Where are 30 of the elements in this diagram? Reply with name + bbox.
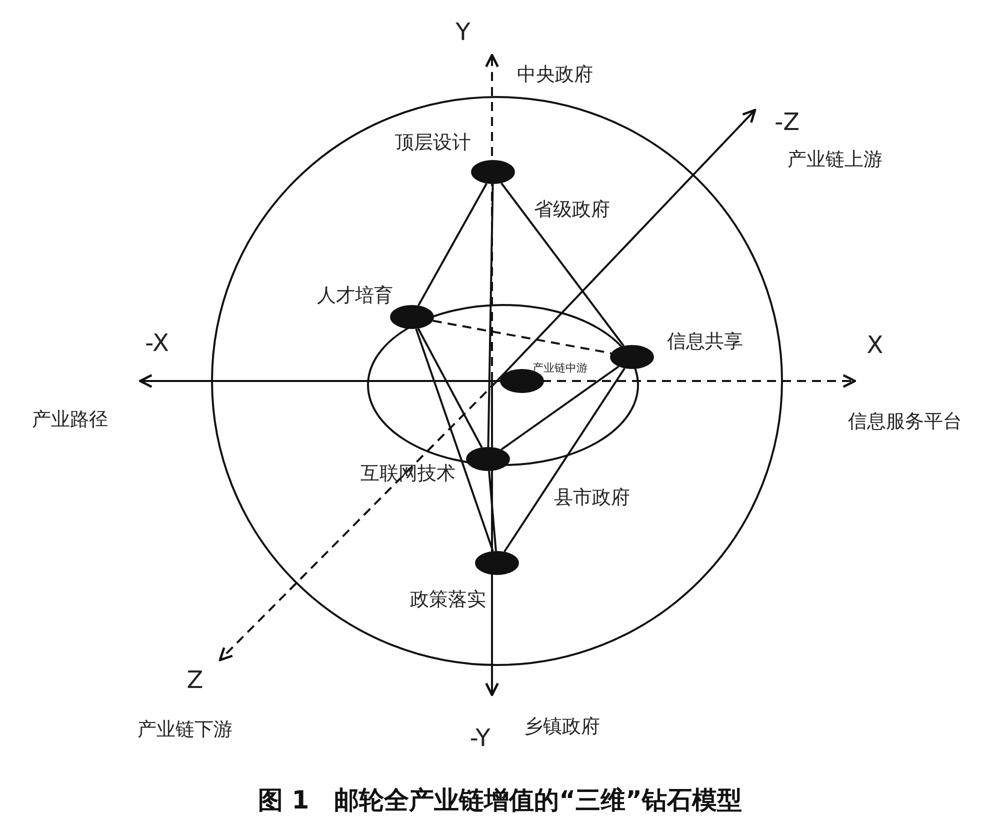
annotation-label: 产业链下游 bbox=[138, 720, 232, 740]
annotation-label: 省级政府 bbox=[534, 200, 610, 220]
connector-line bbox=[417, 328, 483, 448]
annotation-label: 信息服务平台 bbox=[848, 412, 962, 432]
annotation-label: 县市政府 bbox=[554, 488, 630, 508]
figure-caption: 图 1 邮轮全产业链增值的“三维”钻石模型 bbox=[258, 788, 742, 812]
connector-line bbox=[432, 320, 612, 354]
axis-label: -X bbox=[145, 331, 169, 355]
axis-label: -Y bbox=[470, 726, 490, 750]
connector-line bbox=[500, 182, 624, 346]
axis-label: -Z bbox=[774, 110, 800, 134]
annotation-label: 产业路径 bbox=[32, 410, 108, 430]
axis-label: Z bbox=[186, 668, 204, 692]
node-label: 信息共享 bbox=[667, 332, 743, 352]
connector-line bbox=[418, 182, 488, 306]
node-label: 政策落实 bbox=[410, 590, 486, 610]
annotation-label: 乡镇政府 bbox=[524, 718, 600, 736]
axis-label: X bbox=[866, 333, 884, 357]
connector-line bbox=[487, 184, 494, 448]
node-label: 互联网技术 bbox=[360, 464, 456, 484]
connector-line bbox=[488, 470, 497, 552]
annotation-label: 产业链中游 bbox=[532, 362, 588, 374]
connector-line bbox=[504, 368, 626, 552]
annotation-label: 产业链上游 bbox=[788, 150, 882, 170]
connector-line bbox=[500, 366, 620, 450]
annotation-label: 中央政府 bbox=[517, 66, 593, 84]
connector-line bbox=[415, 328, 494, 552]
axis-label: Y bbox=[456, 20, 470, 44]
node-label: 顶层设计 bbox=[395, 134, 471, 152]
node-label: 人才培育 bbox=[317, 286, 393, 306]
